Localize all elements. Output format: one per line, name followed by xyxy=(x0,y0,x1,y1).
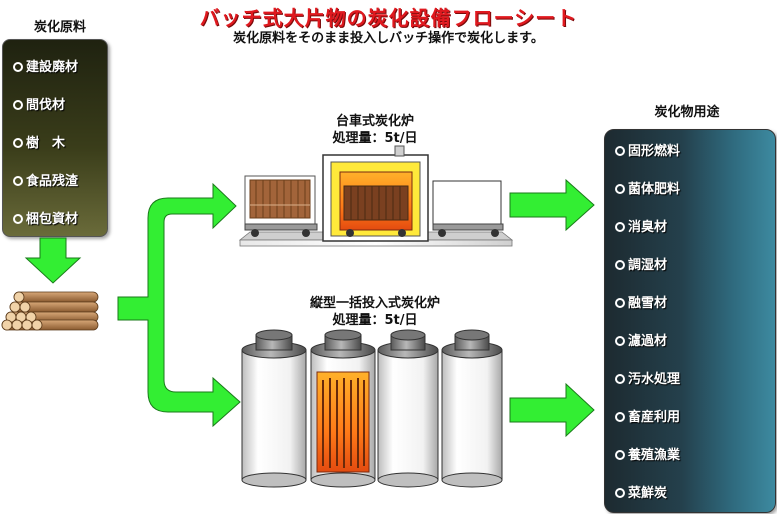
circle-bullet-icon xyxy=(615,146,625,156)
circle-bullet-icon xyxy=(615,488,625,498)
vertical-furnace-capacity: 処理量：5t/日 xyxy=(332,313,418,328)
raw-material-item-label: 梱包資材 xyxy=(26,212,79,227)
use-item-label: 固形燃料 xyxy=(628,144,681,159)
circle-bullet-icon xyxy=(13,214,23,224)
use-item: 融雪材 xyxy=(615,292,667,311)
use-item-label: 濾過材 xyxy=(628,334,668,349)
circle-bullet-icon xyxy=(615,184,625,194)
vertical-furnace-label: 縦型一括投入式炭化炉 処理量：5t/日 xyxy=(290,295,460,329)
arrow-right-icon xyxy=(509,178,595,232)
circle-bullet-icon xyxy=(615,222,625,232)
cart-furnace-capacity: 処理量：5t/日 xyxy=(332,131,418,146)
circle-bullet-icon xyxy=(615,450,625,460)
arrow-right-icon xyxy=(509,382,595,438)
page-title: バッチ式大片物の炭化設備フローシート xyxy=(199,6,578,30)
circle-bullet-icon xyxy=(615,298,625,308)
raw-material-item: 樹 木 xyxy=(13,132,65,151)
circle-bullet-icon xyxy=(13,100,23,110)
use-item: 汚水処理 xyxy=(615,368,680,387)
log-pile-icon xyxy=(1,291,99,331)
circle-bullet-icon xyxy=(615,260,625,270)
raw-material-item-label: 樹 木 xyxy=(26,136,66,151)
raw-materials-panel: 建設廃材間伐材樹 木食品残渣梱包資材 xyxy=(2,39,108,237)
use-item: 固形燃料 xyxy=(615,140,680,159)
circle-bullet-icon xyxy=(615,336,625,346)
raw-material-item-label: 食品残渣 xyxy=(26,174,79,189)
raw-material-item-label: 間伐材 xyxy=(26,98,66,113)
use-item-label: 消臭材 xyxy=(628,220,668,235)
uses-panel: 固形燃料菌体肥料消臭材調湿材融雪材濾過材汚水処理畜産利用養殖漁業菜鮮炭 xyxy=(604,129,776,513)
raw-material-item-label: 建設廃材 xyxy=(26,60,79,75)
circle-bullet-icon xyxy=(615,412,625,422)
branch-arrow-icon xyxy=(117,182,241,428)
cart-furnace-name: 台車式炭化炉 xyxy=(335,114,414,129)
use-item-label: 融雪材 xyxy=(628,296,668,311)
use-item: 菜鮮炭 xyxy=(615,482,667,501)
use-item: 菌体肥料 xyxy=(615,178,680,197)
use-item: 養殖漁業 xyxy=(615,444,680,463)
use-item-label: 菜鮮炭 xyxy=(628,486,668,501)
circle-bullet-icon xyxy=(13,138,23,148)
cart-furnace-icon xyxy=(238,145,514,247)
vertical-furnace-name: 縦型一括投入式炭化炉 xyxy=(309,296,440,311)
use-item: 調湿材 xyxy=(615,254,667,273)
use-item-label: 汚水処理 xyxy=(628,372,681,387)
cart-furnace-label: 台車式炭化炉 処理量：5t/日 xyxy=(305,113,445,147)
page-subtitle: 炭化原料をそのまま投入しバッチ操作で炭化します。 xyxy=(233,31,544,46)
raw-material-item: 食品残渣 xyxy=(13,170,78,189)
use-item-label: 調湿材 xyxy=(628,258,668,273)
drum-furnace-icon xyxy=(241,329,503,488)
raw-material-item: 梱包資材 xyxy=(13,208,78,227)
raw-materials-label: 炭化原料 xyxy=(33,20,86,35)
use-item: 畜産利用 xyxy=(615,406,680,425)
raw-material-item: 間伐材 xyxy=(13,94,65,113)
use-item-label: 畜産利用 xyxy=(628,410,681,425)
circle-bullet-icon xyxy=(13,176,23,186)
use-item: 濾過材 xyxy=(615,330,667,349)
circle-bullet-icon xyxy=(13,62,23,72)
uses-label: 炭化物用途 xyxy=(654,105,720,120)
use-item-label: 養殖漁業 xyxy=(628,448,681,463)
circle-bullet-icon xyxy=(615,374,625,384)
raw-material-item: 建設廃材 xyxy=(13,56,78,75)
use-item: 消臭材 xyxy=(615,216,667,235)
use-item-label: 菌体肥料 xyxy=(628,182,681,197)
arrow-down-icon xyxy=(24,237,82,284)
